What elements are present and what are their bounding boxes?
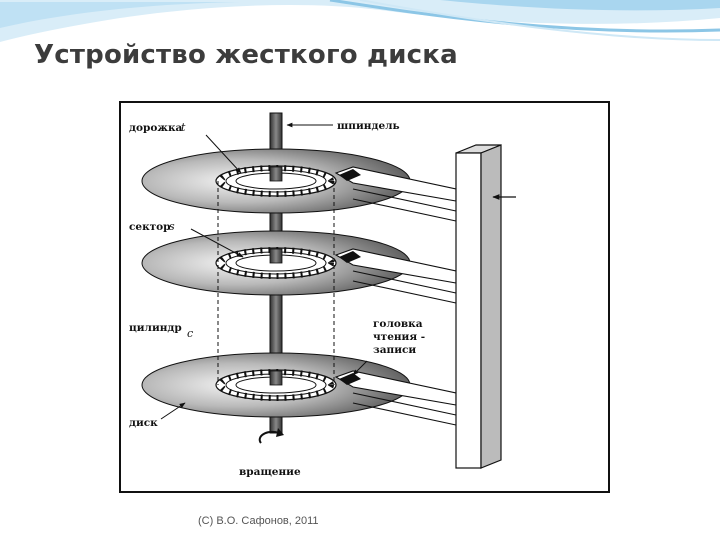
label-rotation: вращение bbox=[239, 466, 301, 478]
platter-bottom bbox=[141, 352, 411, 418]
label-sector: сектор bbox=[129, 221, 171, 233]
label-head-line2: чтения - bbox=[373, 331, 425, 343]
label-head-line3: записи bbox=[373, 344, 416, 356]
header-wave-decoration bbox=[0, 0, 720, 42]
slide-title: Устройство жесткого диска bbox=[34, 40, 458, 70]
footer-copyright: (C) В.О. Сафонов, 2011 bbox=[198, 515, 319, 527]
actuator-post bbox=[455, 144, 516, 469]
head-pointer bbox=[352, 360, 368, 376]
label-sector-var: s bbox=[169, 220, 175, 233]
sector-pointer bbox=[190, 228, 244, 258]
disk-pointer bbox=[160, 402, 186, 420]
hard-disk-diagram: дорожка t шпиндель сектор s цилиндр c го… bbox=[119, 101, 610, 493]
label-track-var: t bbox=[181, 121, 186, 134]
cylinder-outline bbox=[217, 181, 335, 385]
read-write-heads bbox=[339, 169, 361, 385]
label-cylinder: цилиндр bbox=[129, 322, 182, 334]
label-spindle: шпиндель bbox=[337, 120, 400, 132]
label-head-line1: головка bbox=[373, 318, 423, 330]
rotation-arrow bbox=[258, 428, 284, 444]
label-cylinder-var: c bbox=[187, 327, 193, 340]
platter-middle bbox=[141, 230, 411, 296]
label-disk: диск bbox=[129, 417, 158, 429]
platter-top bbox=[141, 148, 411, 214]
actuator-arms bbox=[334, 166, 457, 426]
track-pointer bbox=[205, 134, 242, 174]
label-track: дорожка bbox=[129, 122, 183, 134]
